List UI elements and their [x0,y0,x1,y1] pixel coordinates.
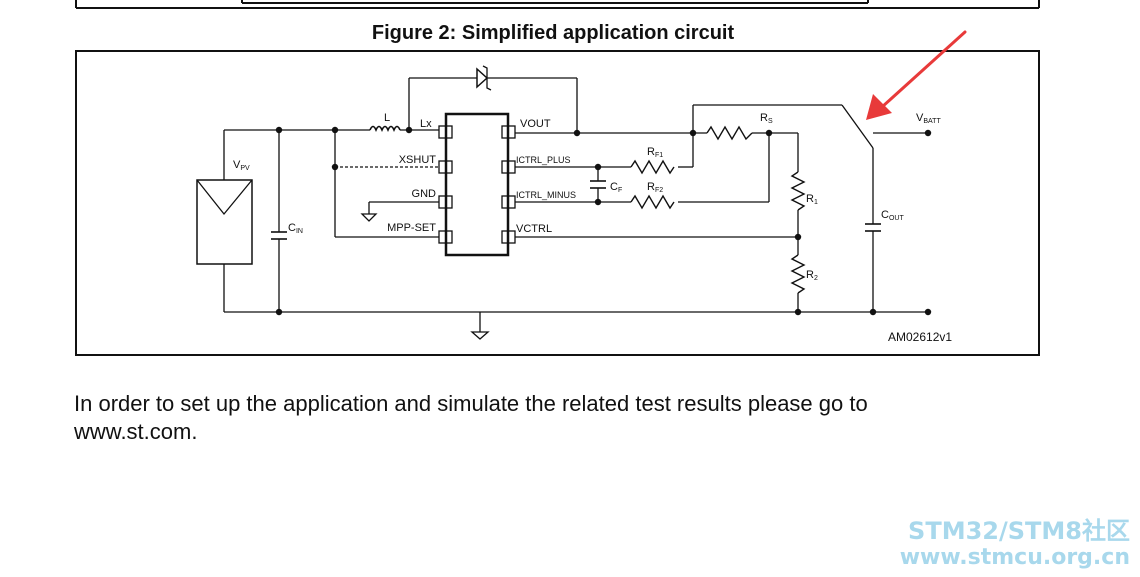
figure-frame [75,50,1040,356]
site-watermark: STM32/STM8社区 www.stmcu.org.cn [900,517,1130,571]
resistor-rf1 [630,159,675,175]
previous-figure-border [75,0,1040,9]
label-ictrl-minus: ICTRL_MINUS [516,190,576,200]
pv-panel-diode-shape [196,179,253,216]
resistor-rf2 [630,194,675,210]
annotation-arrow [866,30,967,120]
junction-dots [275,126,932,316]
body-paragraph: In order to set up the application and s… [74,391,868,444]
figure-reference-code: AM02612v1 [888,330,952,344]
figure-title: Figure 2: Simplified application circuit [371,22,735,44]
label-rs: RS [760,112,773,125]
circuit-diagram: L Lx VOUT XSHUT ICTRL_PLUS GND ICTRL_MIN… [75,30,1040,356]
ic-package [444,112,510,257]
label-mpp-set: MPP-SET [387,222,436,234]
label-l: L [384,112,390,124]
label-vbatt: VBATT [916,112,941,125]
label-cf: CF [610,181,622,194]
label-r1: R1 [806,193,818,206]
resistor-r1 [790,171,806,211]
label-rf2: RF2 [647,181,663,194]
label-ictrl-plus: ICTRL_PLUS [516,155,571,165]
label-gnd: GND [412,188,437,200]
label-r2: R2 [806,269,818,282]
label-vpv: VPV [233,159,250,172]
label-vout: VOUT [520,118,551,130]
label-xshut: XSHUT [399,154,437,166]
watermark-line1: STM32/STM8社区 [908,517,1130,545]
resistor-r2 [790,254,806,294]
schottky-diode [476,67,489,89]
label-cout: COUT [881,209,904,222]
inductor [369,125,401,133]
label-cin: CIN [288,222,303,235]
label-vctrl: VCTRL [516,223,552,235]
resistor-rs [706,125,753,141]
label-rf1: RF1 [647,146,663,159]
pv-panel [196,179,253,265]
watermark-line2: www.stmcu.org.cn [899,545,1130,570]
label-lx: Lx [420,118,432,130]
